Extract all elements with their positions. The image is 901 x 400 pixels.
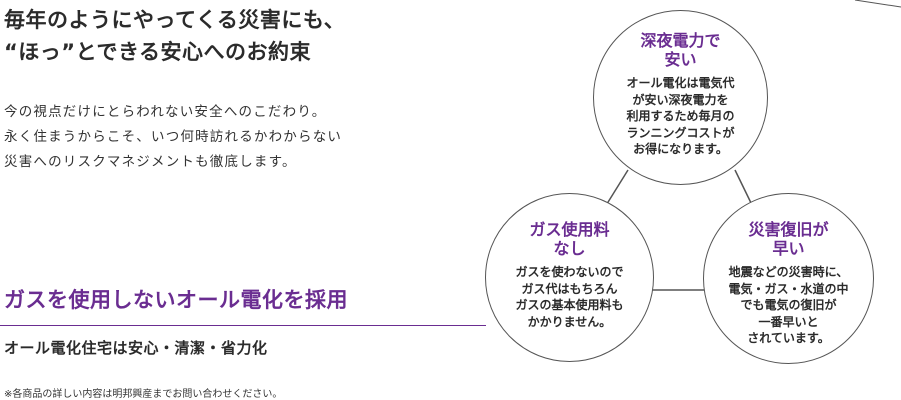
feature-subtitle: オール電化住宅は安心・清潔・省力化	[4, 339, 268, 357]
intro-line-2: 永く住まうからこそ、いつ何時訪れるかわからない	[4, 129, 343, 145]
benefit-body-fast-recovery: 地震などの災害時に、 電気・ガス・水道の中 でも電気の復旧が 一番早いと されて…	[728, 265, 849, 345]
corner-decoration	[854, 0, 901, 8]
headline-line-2: “ほっ”とできる安心へのお約束	[4, 40, 312, 64]
connector-top-left	[604, 169, 629, 208]
benefit-title-fast-recovery: 災害復旧が 早い	[748, 220, 829, 258]
benefit-title-no-gas-fee: ガス使用料 なし	[529, 220, 610, 258]
benefit-body-no-gas-fee: ガスを使わないので ガス代はもちろん ガスの基本使用料も かかりません。	[515, 265, 624, 329]
benefit-body-night-power: オール電化は電気代 が安い深夜電力を 利用するため毎月の ランニングコストが お…	[626, 76, 735, 156]
footnote: ※各商品の詳しい内容は明邦興産までお問い合わせください。	[4, 389, 283, 400]
benefit-circle-fast-recovery: 災害復旧が 早い 地震などの災害時に、 電気・ガス・水道の中 でも電気の復旧が …	[703, 193, 874, 364]
intro-line-3: 災害へのリスクマネジメントも徹底します。	[4, 154, 297, 170]
intro-text: 今の視点だけにとらわれない安全へのこだわり。 永く住まうからこそ、いつ何時訪れる…	[4, 100, 342, 175]
connector-top-right	[734, 169, 753, 206]
feature-divider	[0, 325, 486, 326]
feature-title: ガスを使用しないオール電化を採用	[4, 288, 348, 312]
headline-line-1: 毎年のようにやってくる災害にも、	[4, 8, 346, 32]
benefit-circle-night-power: 深夜電力で 安い オール電化は電気代 が安い深夜電力を 利用するため毎月の ラン…	[593, 10, 768, 185]
headline: 毎年のようにやってくる災害にも、 “ほっ”とできる安心へのお約束	[4, 4, 345, 68]
benefit-title-night-power: 深夜電力で 安い	[640, 31, 721, 69]
intro-line-1: 今の視点だけにとらわれない安全へのこだわり。	[4, 104, 327, 120]
benefit-circle-no-gas-fee: ガス使用料 なし ガスを使わないので ガス代はもちろん ガスの基本使用料も かか…	[485, 193, 654, 362]
